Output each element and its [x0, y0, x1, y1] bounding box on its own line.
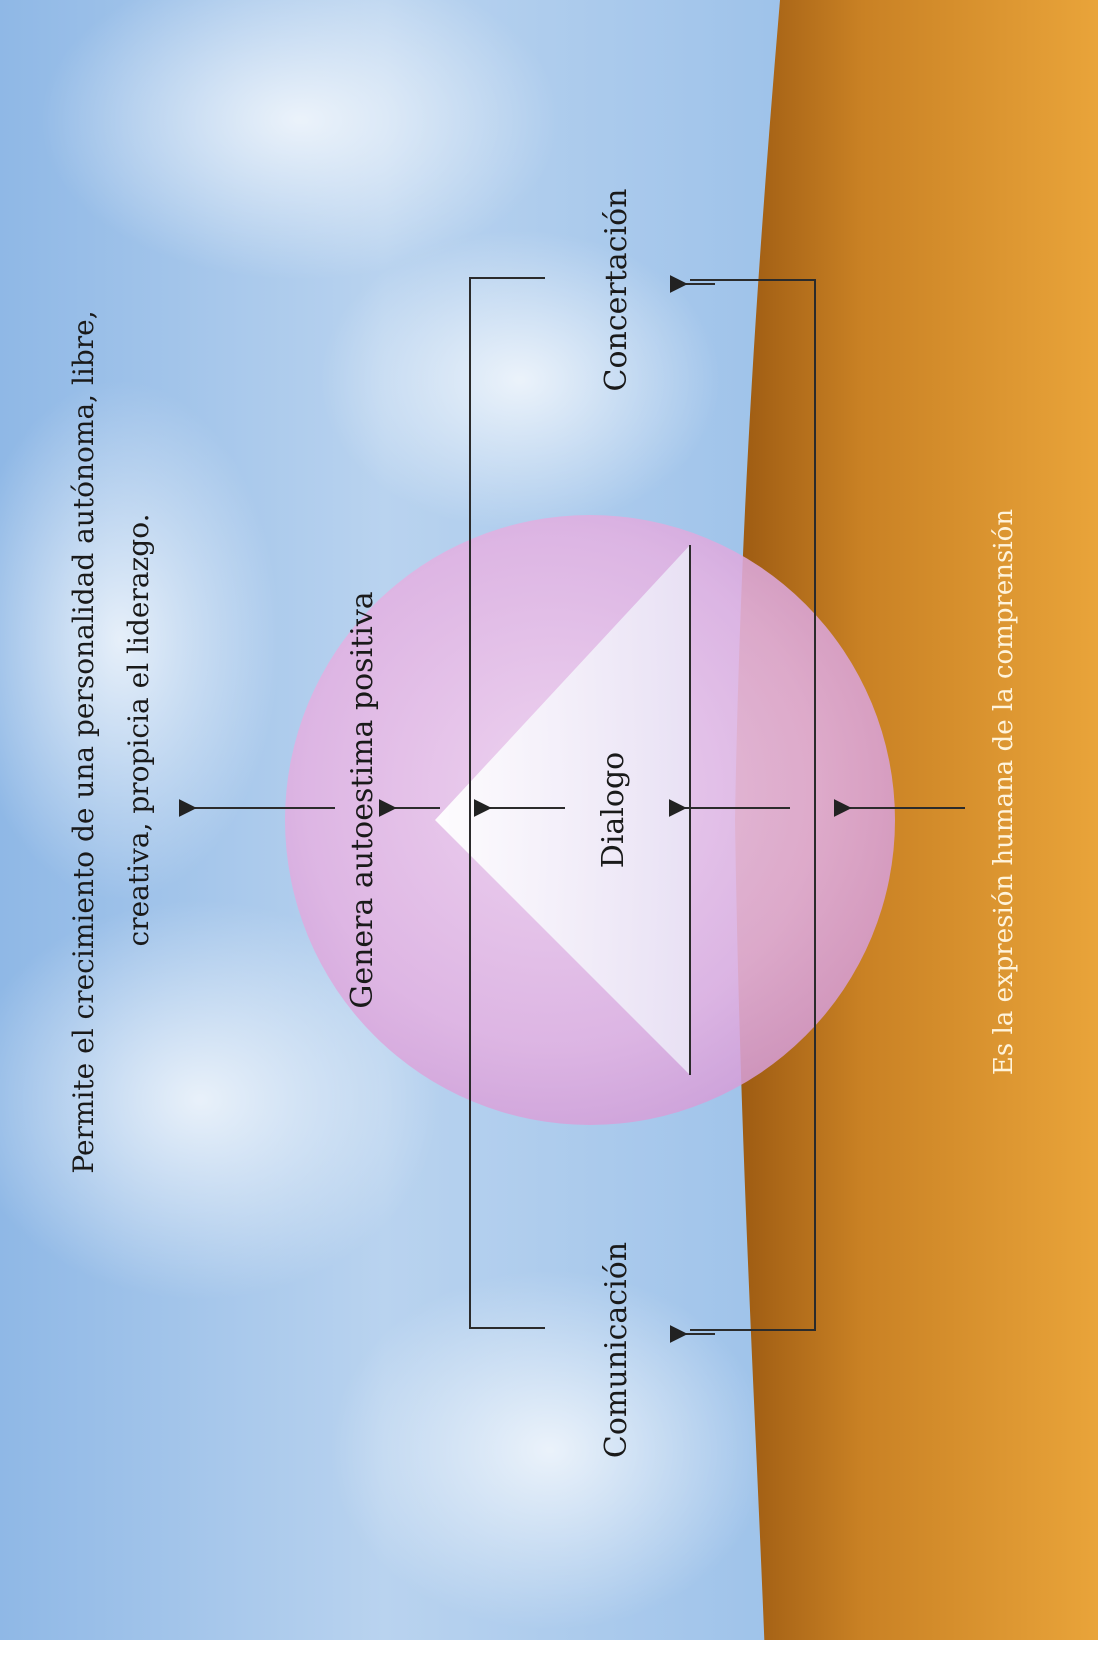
- pyramid-triangle: [435, 545, 690, 1075]
- right-label: Concertación: [599, 189, 634, 392]
- effect-label: Genera autoestima positiva: [345, 591, 380, 1008]
- bottom-statement: Es la expresión humana de la comprensión: [989, 509, 1019, 1075]
- cloud-shape: [0, 380, 280, 900]
- bracket-right: [690, 279, 816, 1331]
- left-label: Comunicación: [599, 1242, 634, 1458]
- cloud-shape: [40, 0, 560, 280]
- bottom-margin: [0, 1640, 1098, 1657]
- cloud-shape: [330, 1270, 770, 1630]
- top-statement-line1: Permite el crecimiento de una personalid…: [67, 310, 100, 1173]
- top-statement-line2: creativa, propicia el liderazgo.: [122, 514, 155, 947]
- cloud-shape: [0, 900, 440, 1300]
- bracket-left: [469, 277, 545, 1329]
- center-label: Dialogo: [596, 752, 631, 868]
- ground-terrain: [735, 0, 1098, 1657]
- cloud-shape: [320, 230, 720, 530]
